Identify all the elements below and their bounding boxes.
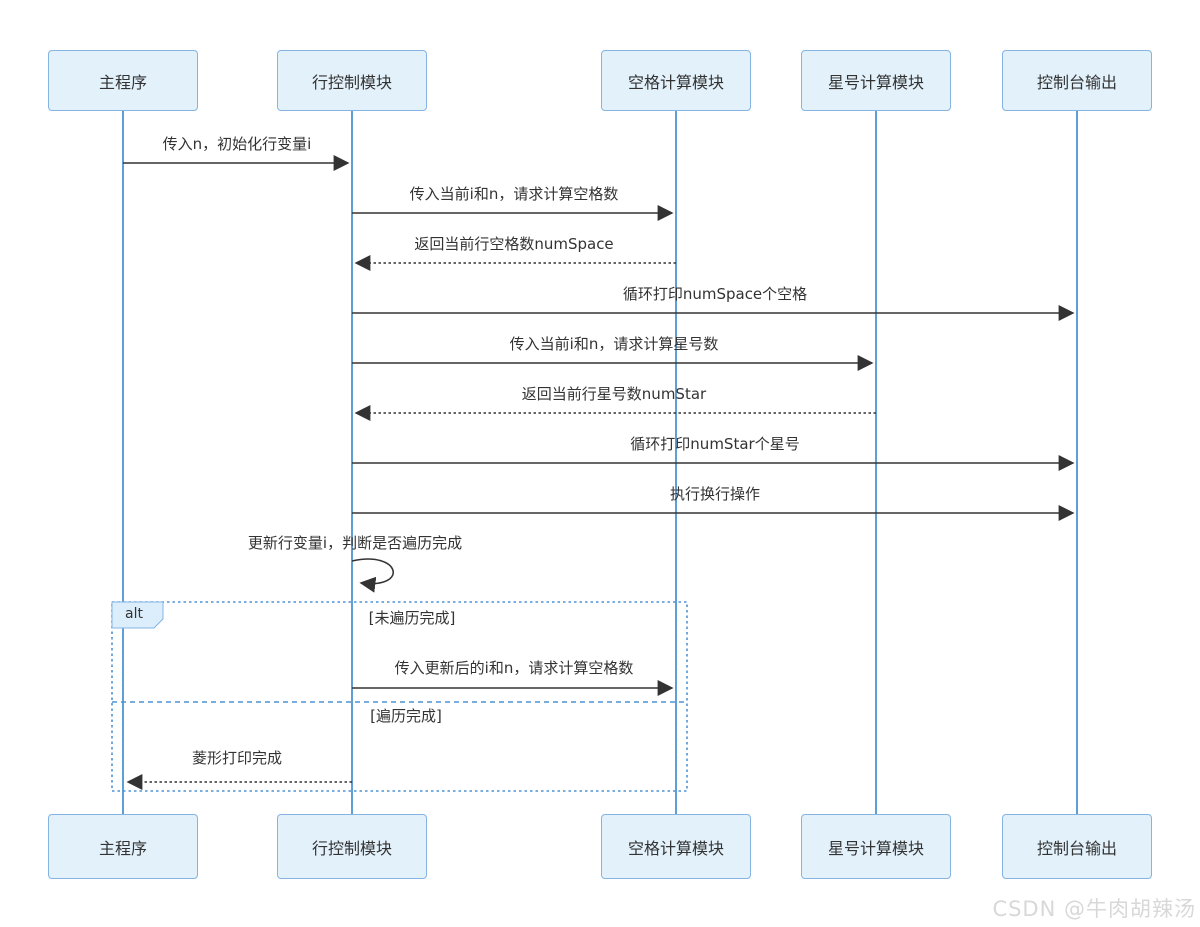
- participant-bottom-row-control: 行控制模块: [277, 814, 427, 879]
- participant-bottom-space-calc: 空格计算模块: [601, 814, 751, 879]
- participant-label: 空格计算模块: [627, 838, 724, 858]
- arrow-msg-9-self-loop: [351, 558, 394, 593]
- message-label-6: 返回当前行星号数numStar: [521, 385, 707, 403]
- participant-top-main: 主程序: [48, 50, 198, 111]
- participant-label: 主程序: [98, 72, 147, 92]
- message-label-9-self: 更新行变量i，判断是否遍历完成: [247, 534, 463, 552]
- message-label-1: 传入n，初始化行变量i: [162, 135, 312, 153]
- participant-label: 星号计算模块: [827, 838, 924, 858]
- participant-label: 行控制模块: [311, 72, 392, 92]
- alt-condition-2: [遍历完成]: [370, 707, 442, 725]
- participant-bottom-star-calc: 星号计算模块: [801, 814, 951, 879]
- participant-top-console: 控制台输出: [1002, 50, 1152, 111]
- message-label-8: 执行换行操作: [669, 485, 761, 503]
- alt-operator-tab: [111, 601, 164, 629]
- participant-top-star-calc: 星号计算模块: [801, 50, 951, 111]
- message-label-5: 传入当前i和n，请求计算星号数: [509, 335, 719, 353]
- alt-operator-label: alt: [125, 606, 143, 622]
- message-label-10: 传入更新后的i和n，请求计算空格数: [394, 659, 634, 677]
- participant-label: 空格计算模块: [627, 72, 724, 92]
- message-label-7: 循环打印numStar个星号: [630, 435, 800, 453]
- message-label-3: 返回当前行空格数numSpace: [414, 235, 614, 253]
- participant-bottom-console: 控制台输出: [1002, 814, 1152, 879]
- participant-label: 星号计算模块: [827, 72, 924, 92]
- participant-top-space-calc: 空格计算模块: [601, 50, 751, 111]
- alt-frame-border: [111, 601, 688, 792]
- alt-frame: [111, 601, 688, 792]
- participant-label: 行控制模块: [311, 838, 392, 858]
- message-label-2: 传入当前i和n，请求计算空格数: [409, 185, 619, 203]
- alt-condition-1: [未遍历完成]: [368, 609, 456, 627]
- participant-bottom-main: 主程序: [48, 814, 198, 879]
- participant-label: 控制台输出: [1036, 838, 1117, 858]
- participant-top-row-control: 行控制模块: [277, 50, 427, 111]
- participant-label: 主程序: [98, 838, 147, 858]
- message-arrows: [123, 155, 1075, 790]
- participant-label: 控制台输出: [1036, 72, 1117, 92]
- message-label-4: 循环打印numSpace个空格: [622, 285, 808, 303]
- csdn-watermark: CSDN @牛肉胡辣汤: [992, 897, 1196, 921]
- message-label-11: 菱形打印完成: [191, 749, 283, 767]
